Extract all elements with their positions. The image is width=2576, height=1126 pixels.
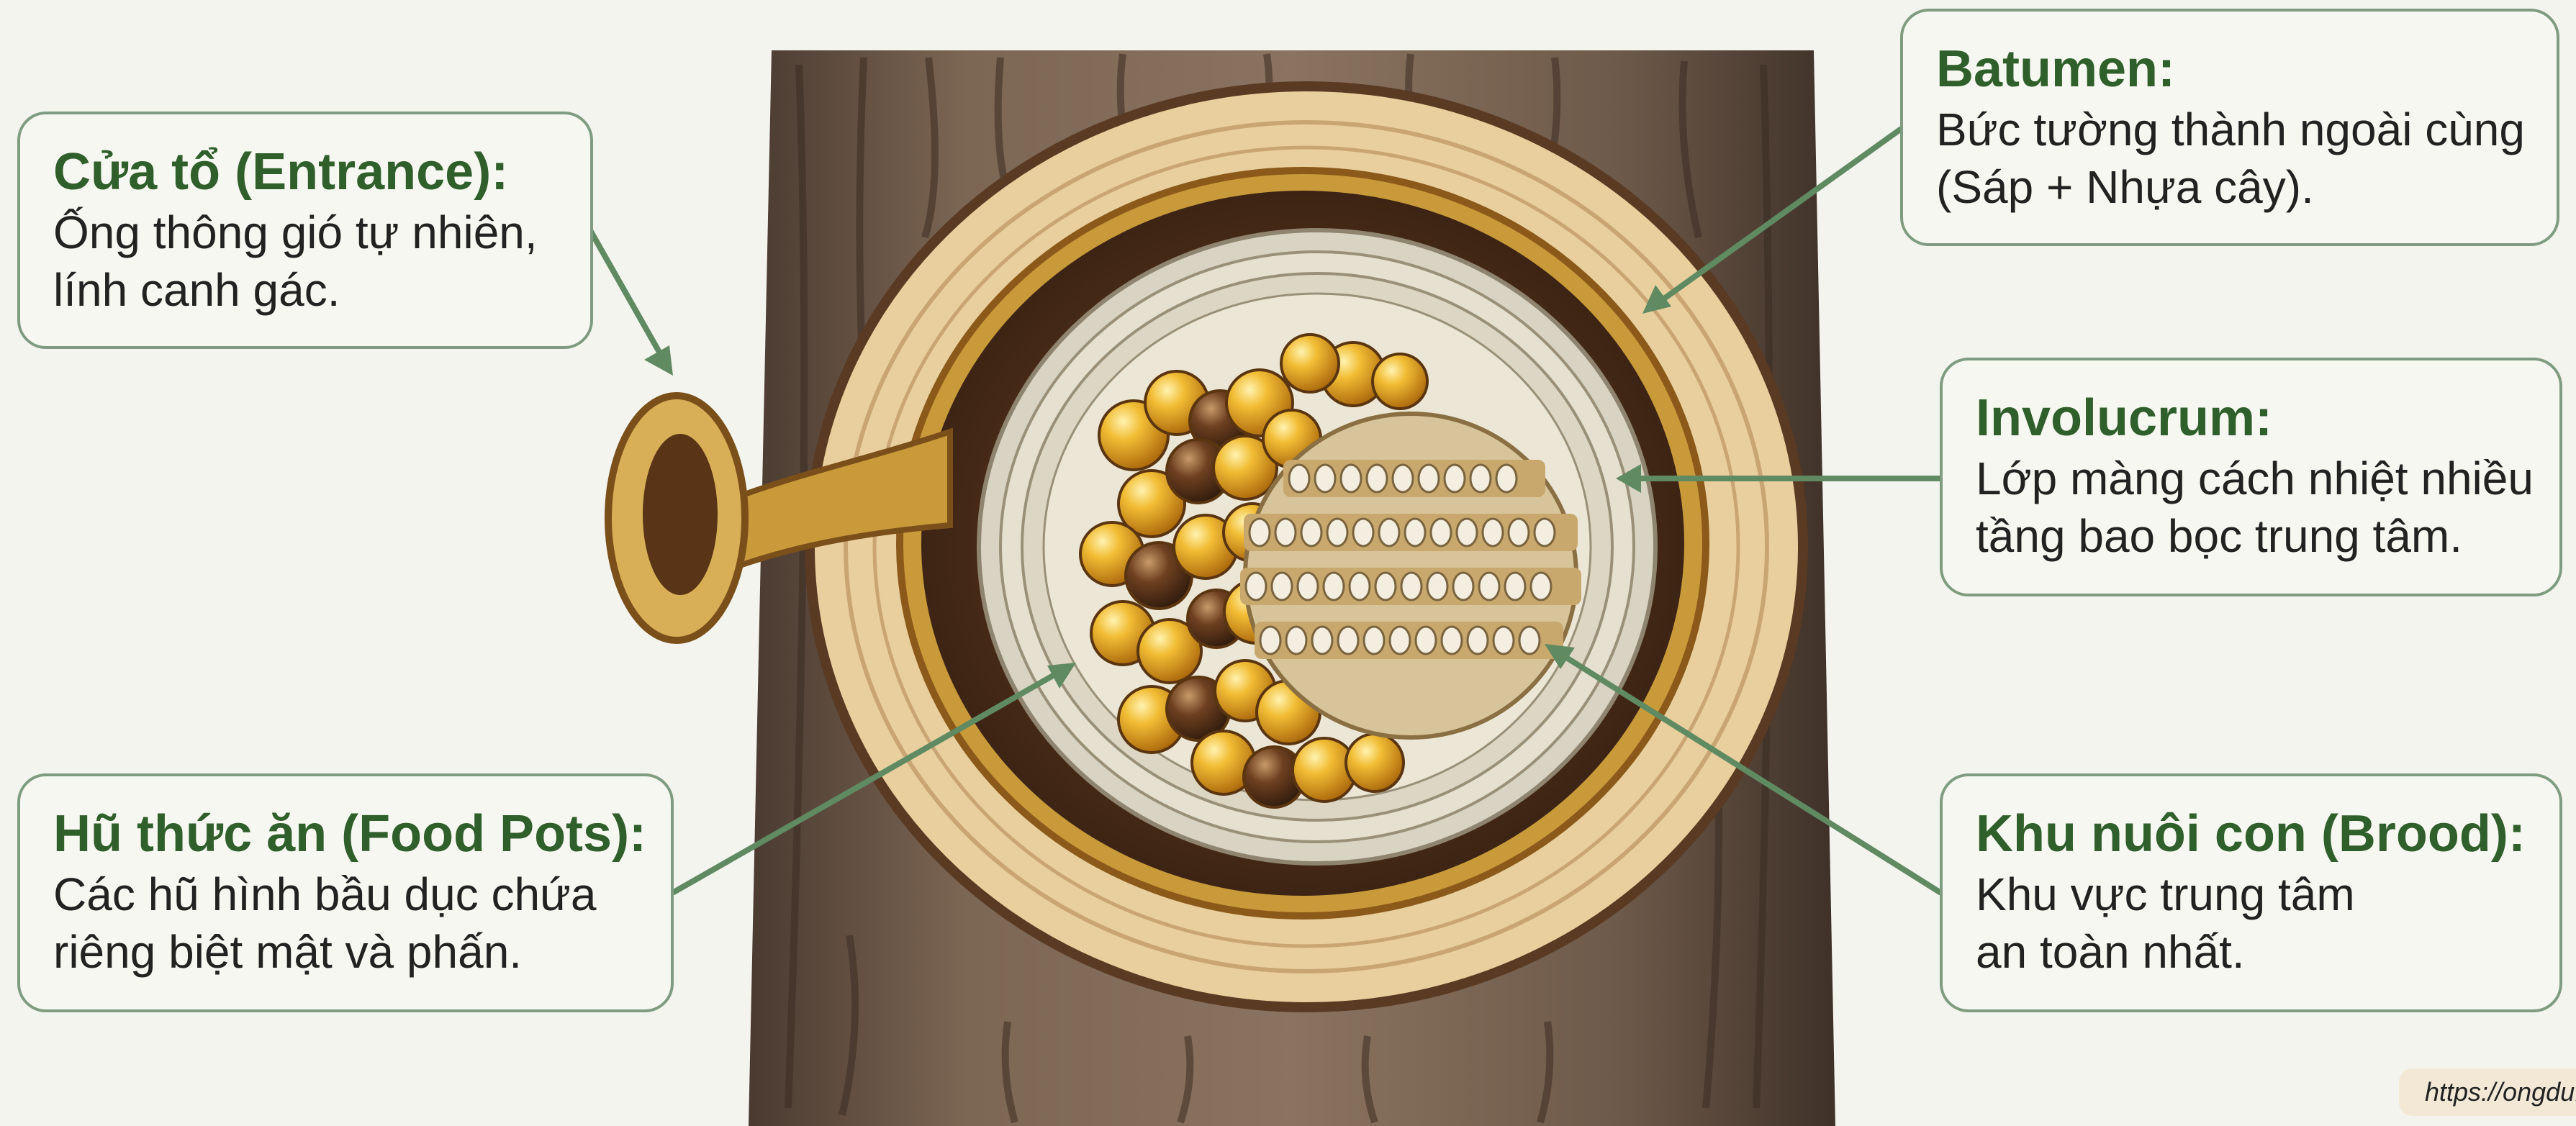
brood-cell bbox=[1416, 627, 1436, 654]
brood-cell bbox=[1379, 519, 1399, 546]
brood-cell bbox=[1390, 627, 1410, 654]
brood-cell bbox=[1298, 573, 1318, 600]
brood-cell bbox=[1405, 519, 1425, 546]
callout-description-line: an toàn nhất. bbox=[1976, 923, 2528, 981]
food-pot bbox=[1281, 335, 1339, 392]
brood-cell bbox=[1324, 573, 1344, 600]
brood-cell bbox=[1338, 627, 1358, 654]
brood-cell bbox=[1496, 465, 1517, 492]
food-pot bbox=[1373, 354, 1427, 409]
brood-cell bbox=[1531, 573, 1551, 600]
brood-cell bbox=[1535, 519, 1555, 546]
brood-cell bbox=[1442, 627, 1462, 654]
brood-cell bbox=[1301, 519, 1321, 546]
brood-cell bbox=[1327, 519, 1347, 546]
brood-cell bbox=[1364, 627, 1384, 654]
brood-cell bbox=[1468, 627, 1488, 654]
callout-description-line: riêng biệt mật và phấn. bbox=[53, 923, 639, 981]
callout-title: Hũ thức ăn (Food Pots): bbox=[53, 802, 639, 866]
food-pot bbox=[1346, 734, 1404, 791]
brood-cell bbox=[1289, 465, 1309, 492]
brood-cell bbox=[1431, 519, 1451, 546]
brood-cell bbox=[1479, 573, 1499, 600]
brood-cell bbox=[1509, 519, 1529, 546]
callout-entrance: Cửa tổ (Entrance): Ống thông gió tự nhiê… bbox=[17, 112, 593, 349]
callout-description-line: Các hũ hình bầu dục chứa bbox=[53, 866, 639, 923]
callout-batumen: Batumen: Bức tường thành ngoài cùng (Sáp… bbox=[1900, 9, 2559, 246]
brood-cell bbox=[1493, 627, 1514, 654]
brood-cell bbox=[1483, 519, 1503, 546]
brood-cell bbox=[1272, 573, 1292, 600]
brood-cell bbox=[1427, 573, 1447, 600]
callout-title: Cửa tổ (Entrance): bbox=[53, 140, 559, 204]
brood-cell bbox=[1260, 627, 1280, 654]
brood-cell bbox=[1249, 519, 1270, 546]
brood-cell bbox=[1312, 627, 1332, 654]
callout-title: Khu nuôi con (Brood): bbox=[1976, 802, 2528, 866]
callout-description-line: tầng bao bọc trung tâm. bbox=[1976, 507, 2528, 565]
callout-description-line: lính canh gác. bbox=[53, 261, 559, 319]
source-watermark: https://ongdu.vn bbox=[2399, 1068, 2576, 1116]
brood-cell bbox=[1393, 465, 1413, 492]
brood-cell bbox=[1353, 519, 1373, 546]
brood-comb bbox=[1240, 414, 1581, 737]
brood-cell bbox=[1445, 465, 1465, 492]
brood-cell bbox=[1470, 465, 1491, 492]
callout-brood: Khu nuôi con (Brood): Khu vực trung tâm … bbox=[1940, 773, 2562, 1012]
callout-description-line: Bức tường thành ngoài cùng bbox=[1936, 101, 2525, 158]
brood-cell bbox=[1286, 627, 1306, 654]
brood-cell bbox=[1367, 465, 1387, 492]
brood-cell bbox=[1419, 465, 1439, 492]
brood-cell bbox=[1401, 573, 1422, 600]
callout-involucrum: Involucrum: Lớp màng cách nhiệt nhiều tầ… bbox=[1940, 358, 2562, 596]
brood-cell bbox=[1350, 573, 1370, 600]
callout-title: Batumen: bbox=[1936, 37, 2525, 101]
callout-description-line: Khu vực trung tâm bbox=[1976, 866, 2528, 923]
brood-cell bbox=[1453, 573, 1473, 600]
brood-cell bbox=[1315, 465, 1335, 492]
brood-cell bbox=[1341, 465, 1361, 492]
callout-title: Involucrum: bbox=[1976, 386, 2528, 450]
arrow-entrance bbox=[590, 230, 664, 360]
brood-cell bbox=[1519, 627, 1540, 654]
brood-cell bbox=[1457, 519, 1477, 546]
brood-cell bbox=[1246, 573, 1266, 600]
callout-description-line: Lớp màng cách nhiệt nhiều bbox=[1976, 450, 2528, 507]
brood-cell bbox=[1375, 573, 1396, 600]
callout-description-line: Ống thông gió tự nhiên, bbox=[53, 204, 559, 261]
brood-cell bbox=[1275, 519, 1296, 546]
callout-description-line: (Sáp + Nhựa cây). bbox=[1936, 158, 2525, 216]
brood-cell bbox=[1505, 573, 1525, 600]
callout-food-pots: Hũ thức ăn (Food Pots): Các hũ hình bầu … bbox=[17, 773, 674, 1012]
